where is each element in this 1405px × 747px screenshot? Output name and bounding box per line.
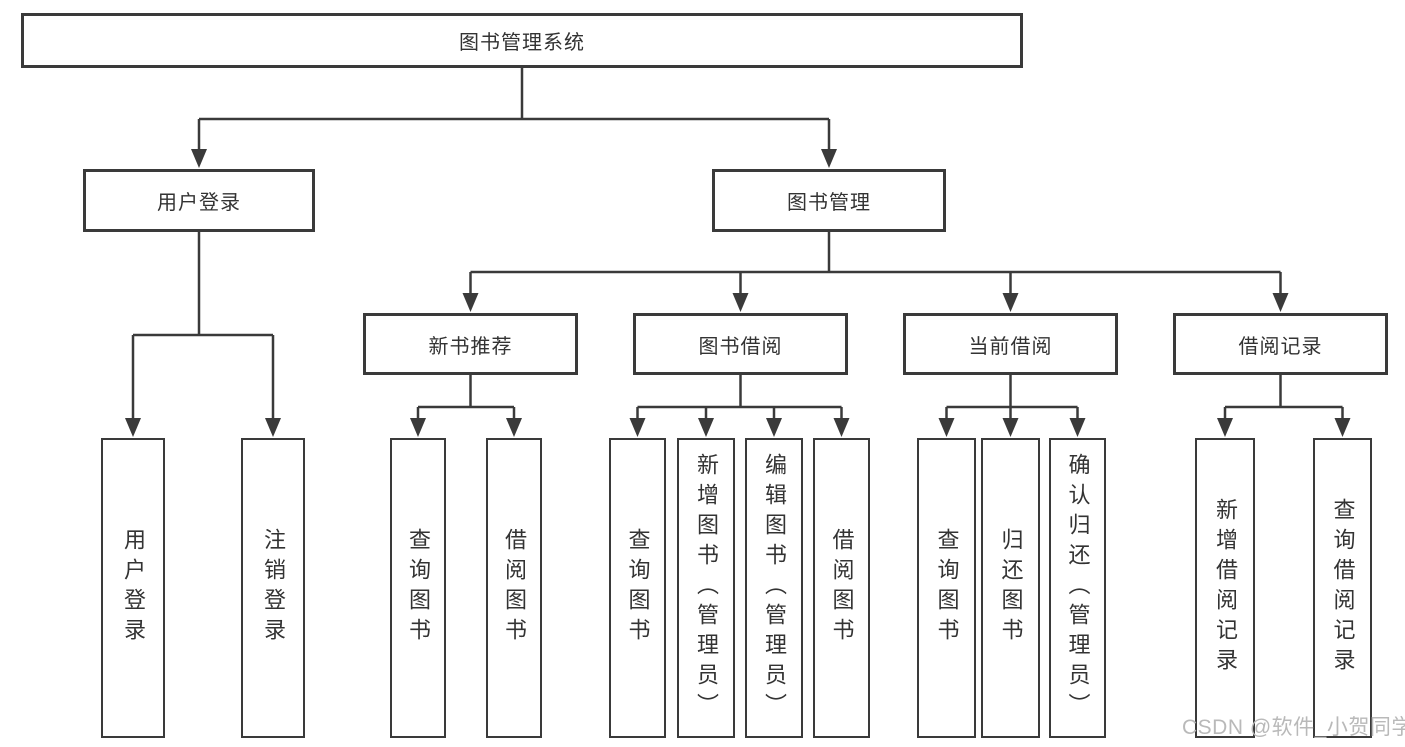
node-current-borrowing-label: 当前借阅 [968,335,1053,358]
node-cb-confirm-return-label: 确认归还（管理员） [1065,453,1091,723]
node-cb-confirm-return: 确认归还（管理员） [1049,438,1106,738]
node-book-management-label: 图书管理 [787,192,871,214]
node-user-login: 用户登录 [83,169,315,232]
node-logout: 注销登录 [241,438,305,738]
node-book-borrowing-label: 图书借阅 [698,335,783,358]
node-bb-add-books-label: 新增图书（管理员） [694,453,719,723]
node-borrowing-records-label: 借阅记录 [1238,335,1323,358]
connector-book-management-children [462,232,1289,312]
connector-borrowing-records-children [1217,375,1351,437]
connector-book-borrowing-children [629,375,850,437]
node-bb-add-books: 新增图书（管理员） [677,438,735,738]
connector-new-book-recommend-children [410,375,522,437]
node-bb-borrow-books: 借阅图书 [813,438,870,738]
csdn-watermark: CSDN @软件_小贺同学 [1182,716,1405,739]
node-login: 用户登录 [101,438,165,738]
node-book-borrowing: 图书借阅 [633,313,848,375]
node-nbr-query-books-label: 查询图书 [406,528,431,648]
node-bb-edit-books-label: 编辑图书（管理员） [762,453,787,723]
node-cb-return-books: 归还图书 [981,438,1040,738]
node-new-book-recommend-label: 新书推荐 [428,335,513,358]
node-login-label: 用户登录 [121,528,146,648]
connector-root-to-level2 [191,68,837,168]
node-borrowing-records: 借阅记录 [1173,313,1388,375]
node-user-login-label: 用户登录 [157,192,241,214]
node-bb-borrow-books-label: 借阅图书 [829,528,855,648]
node-cb-return-books-label: 归还图书 [998,528,1024,648]
node-logout-label: 注销登录 [261,528,286,648]
node-new-book-recommend: 新书推荐 [363,313,578,375]
node-bb-edit-books: 编辑图书（管理员） [745,438,803,738]
node-cb-query-books-label: 查询图书 [934,528,960,648]
node-br-add-record-label: 新增借阅记录 [1213,498,1238,678]
node-br-query-record-label: 查询借阅记录 [1330,498,1356,678]
node-root: 图书管理系统 [21,13,1023,68]
connector-user-login-children [125,232,281,437]
node-book-management: 图书管理 [712,169,946,232]
node-current-borrowing: 当前借阅 [903,313,1118,375]
node-br-add-record: 新增借阅记录 [1195,438,1255,738]
node-nbr-borrow-books-label: 借阅图书 [502,528,527,648]
node-cb-query-books: 查询图书 [917,438,976,738]
node-nbr-borrow-books: 借阅图书 [486,438,542,738]
node-bb-query-books: 查询图书 [609,438,666,738]
node-bb-query-books-label: 查询图书 [625,528,651,648]
node-br-query-record: 查询借阅记录 [1313,438,1372,738]
node-nbr-query-books: 查询图书 [390,438,446,738]
connector-current-borrowing-children [938,375,1086,437]
node-root-label: 图书管理系统 [459,32,585,54]
